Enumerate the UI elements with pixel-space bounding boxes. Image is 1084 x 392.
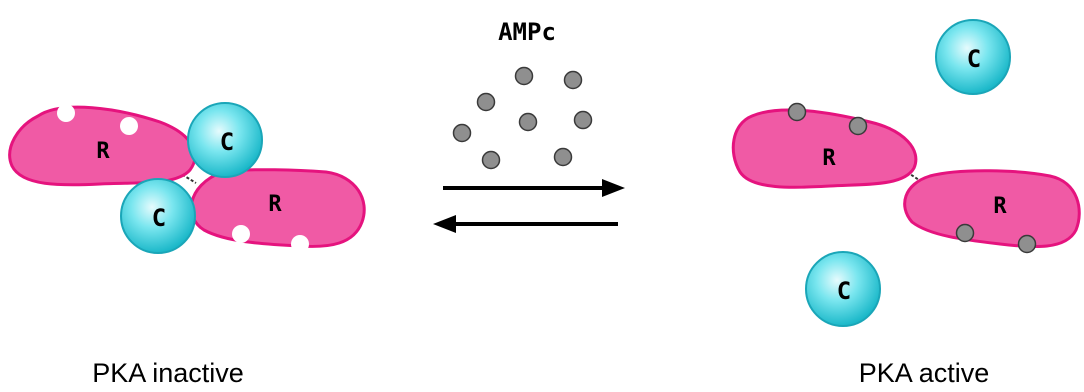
empty-binding-site	[120, 117, 138, 135]
regulatory-label: R	[822, 146, 836, 171]
catalytic-subunit-shape	[120, 178, 196, 254]
inactive-caption: PKA inactive	[92, 358, 244, 388]
regulatory-subunit-shape	[731, 108, 918, 189]
empty-binding-site	[291, 235, 309, 253]
r-linker	[177, 171, 197, 184]
camp-molecule	[514, 66, 534, 86]
regulatory-label: R	[268, 192, 282, 217]
ampc-label: AMPc	[498, 18, 556, 46]
catalytic-subunit-bound-1: C	[187, 102, 263, 178]
empty-binding-site	[232, 225, 250, 243]
bound-camp	[787, 102, 807, 122]
regulatory-subunit-2-active: R	[903, 169, 1081, 254]
catalytic-label: C	[967, 45, 981, 73]
regulatory-subunit-2: R	[189, 168, 366, 253]
camp-molecule	[553, 147, 573, 167]
reverse-arrow	[433, 215, 618, 233]
camp-group: AMPc	[452, 18, 593, 170]
catalytic-label: C	[152, 204, 166, 232]
catalytic-subunit-shape	[187, 102, 263, 178]
regulatory-subunit-shape	[903, 169, 1081, 249]
camp-molecules	[452, 66, 593, 170]
bound-camp	[1017, 234, 1037, 254]
bound-camp	[848, 116, 868, 136]
camp-molecule	[518, 112, 538, 132]
camp-molecule	[573, 110, 593, 130]
catalytic-subunit-free-1: C	[935, 19, 1011, 95]
camp-molecule	[563, 70, 583, 90]
active-caption: PKA active	[859, 358, 990, 388]
catalytic-subunit-bound-2: C	[120, 178, 196, 254]
pka-active-complex: R R C C	[731, 19, 1081, 327]
regulatory-label: R	[96, 139, 110, 164]
catalytic-label: C	[220, 128, 234, 156]
equilibrium-arrows	[433, 179, 625, 233]
empty-binding-site	[57, 104, 75, 122]
camp-molecule	[452, 123, 472, 143]
catalytic-label: C	[837, 277, 851, 305]
catalytic-subunit-shape	[935, 19, 1011, 95]
camp-molecule	[481, 150, 501, 170]
pka-inactive-complex: R R C C	[8, 102, 366, 254]
forward-arrow	[443, 179, 625, 197]
regulatory-subunit-shape	[189, 168, 366, 248]
regulatory-label: R	[993, 194, 1007, 219]
camp-molecule	[476, 92, 496, 112]
bound-camp	[955, 223, 975, 243]
catalytic-subunit-free-2: C	[805, 251, 881, 327]
regulatory-subunit-1-active: R	[731, 102, 918, 189]
catalytic-subunit-shape	[805, 251, 881, 327]
regulatory-subunit-1: R	[8, 104, 197, 187]
